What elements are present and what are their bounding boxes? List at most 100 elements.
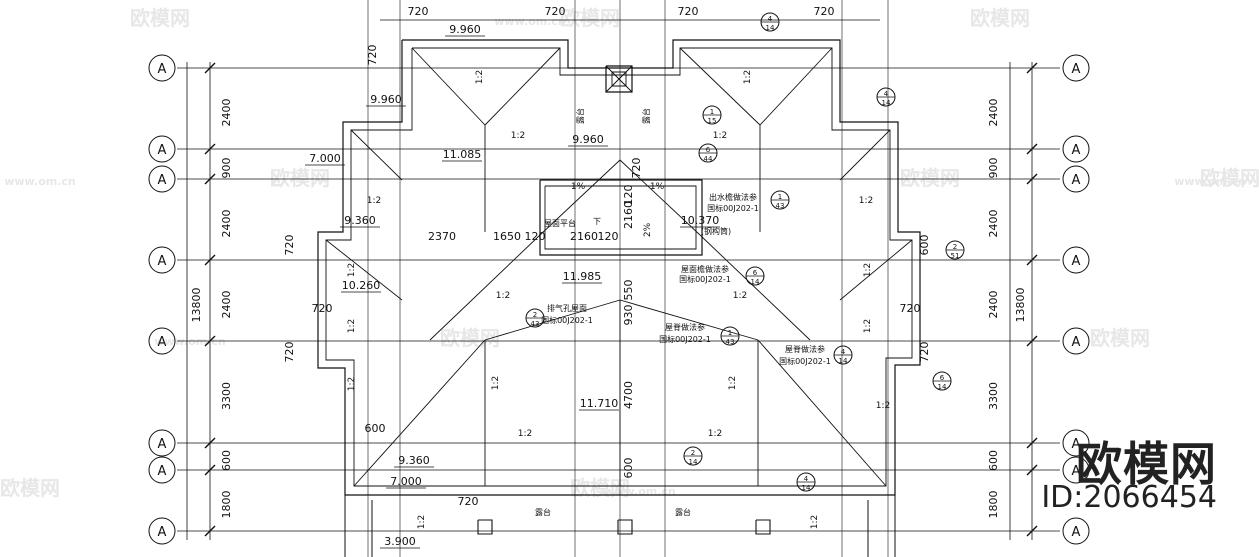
elevation-mark: 3.900 — [384, 535, 416, 548]
detail-callout-number: 6 — [940, 374, 945, 382]
slope-mark: 1:2 — [347, 377, 357, 391]
axis-label-right: A — [1072, 62, 1081, 77]
detail-callout-number: 1 — [728, 329, 732, 337]
vertical-dimension: 2400 — [987, 210, 1000, 238]
elevation-mark: 7.000 — [390, 475, 422, 488]
column-square — [755, 519, 771, 535]
plan-dimension: 550 — [622, 280, 635, 301]
detail-callout-sheet: 15 — [708, 117, 717, 125]
watermark-site: www.om.cn — [4, 175, 76, 188]
detail-callout-number: 4 — [841, 348, 846, 356]
plan-dimension: 2160 — [622, 201, 635, 229]
detail-callout-number: 4 — [804, 475, 809, 483]
axis-label-right: A — [1072, 143, 1081, 158]
dimension-tick — [1026, 335, 1038, 347]
detail-callout-sheet: 14 — [802, 484, 811, 492]
axis-bubble-left — [148, 456, 176, 484]
roof-ridge-line — [619, 299, 759, 341]
plan-dimension: 1650 — [493, 230, 521, 243]
dimension-tick — [204, 464, 216, 476]
roof-platform — [539, 179, 703, 256]
top-dimension: 720 — [814, 5, 835, 18]
detail-callout-number: 6 — [706, 146, 711, 154]
dimension-tick — [204, 173, 216, 185]
roof-ridge-line — [839, 129, 891, 181]
watermark-text: 欧模网 — [270, 166, 330, 190]
dimension-tick — [1026, 62, 1038, 74]
detail-callout-number: 6 — [753, 269, 758, 277]
axis-label-left: A — [158, 335, 167, 350]
dimension-tick — [1026, 173, 1038, 185]
room-label: 露台 — [675, 507, 691, 517]
axis-bubble-right — [1062, 429, 1090, 457]
side-dimension: 720 — [366, 45, 379, 66]
watermark-site: www.om.cn — [154, 335, 226, 348]
axis-bubble-left — [148, 246, 176, 274]
vertical-dimension: 600 — [220, 450, 233, 471]
axis-bubble-left — [148, 327, 176, 355]
roof-outline — [317, 39, 921, 496]
vertical-dimension: 3300 — [987, 382, 1000, 410]
axis-bubble-right — [1062, 165, 1090, 193]
vertical-dimension: 900 — [987, 158, 1000, 179]
vertical-dimension: 2400 — [987, 291, 1000, 319]
axis-label-left: A — [158, 525, 167, 540]
vertical-dimension: 2400 — [987, 99, 1000, 127]
watermark-text: 欧模网 — [1200, 166, 1259, 190]
dimension-tick — [204, 335, 216, 347]
watermark-text: 欧模网 — [560, 6, 620, 30]
detail-callout-number: 2 — [953, 243, 957, 251]
axis-label-right: A — [1072, 173, 1081, 188]
watermark-site: www.om.cn — [1174, 175, 1246, 188]
roof-ridge-line — [839, 239, 913, 301]
top-dimension: 720 — [408, 5, 429, 18]
room-label: 露台 — [641, 108, 651, 124]
side-dimension: 720 — [458, 495, 479, 508]
detail-note: 屋脊做法参 — [665, 322, 705, 332]
slope-mark: 1:2 — [708, 429, 722, 439]
vertical-dimension: 2400 — [220, 291, 233, 319]
total-dimension: 13800 — [1014, 288, 1027, 323]
detail-note: 屋面檐做法参 — [681, 264, 729, 274]
detail-callout-number: 1 — [710, 108, 714, 116]
roof-ridge-line — [759, 47, 833, 126]
top-dimension: 720 — [545, 5, 566, 18]
vertical-dimension: 600 — [987, 450, 1000, 471]
axis-bubble-left — [148, 54, 176, 82]
roof-ridge-line — [484, 299, 621, 341]
watermark-brand: 欧模网 — [1076, 437, 1217, 491]
room-label: 下 — [593, 217, 601, 226]
slope-mark: 1:2 — [511, 131, 525, 141]
elevation-mark: 9.960 — [572, 133, 604, 146]
axis-bubble-right — [1062, 246, 1090, 274]
vertical-dimension: 2400 — [220, 210, 233, 238]
axis-label-left: A — [158, 173, 167, 188]
roof-ridge-line — [757, 339, 887, 487]
linework — [148, 0, 1090, 557]
slope-mark: 1:2 — [491, 376, 501, 390]
slope-mark: 1:2 — [347, 319, 357, 333]
axis-label-left: A — [158, 143, 167, 158]
dimension-tick — [1026, 254, 1038, 266]
axis-label-right: A — [1072, 525, 1081, 540]
axis-label-left: A — [158, 437, 167, 452]
detail-note: 国标00J202-1 — [679, 274, 731, 284]
side-dimension: 720 — [918, 342, 931, 363]
slope-mark: 1:2 — [743, 70, 753, 84]
plan-dimension: 4700 — [622, 381, 635, 409]
plan-dimension: 2160 — [570, 230, 598, 243]
chimney-cross — [605, 65, 633, 93]
slope-mark: 1:2 — [733, 291, 747, 301]
slope-mark: 1:2 — [863, 319, 873, 333]
dimension-tick — [1026, 525, 1038, 537]
dimension-tick — [1026, 143, 1038, 155]
detail-callout-sheet: 14 — [938, 383, 947, 391]
axis-bubble-left — [148, 165, 176, 193]
top-dimension: 720 — [678, 5, 699, 18]
dimension-tick — [1026, 464, 1038, 476]
plan-dimension: 120 — [598, 230, 619, 243]
watermark-site: www.om.cn — [494, 15, 566, 28]
axis-label-right: A — [1072, 437, 1081, 452]
vertical-dimension: 3300 — [220, 382, 233, 410]
